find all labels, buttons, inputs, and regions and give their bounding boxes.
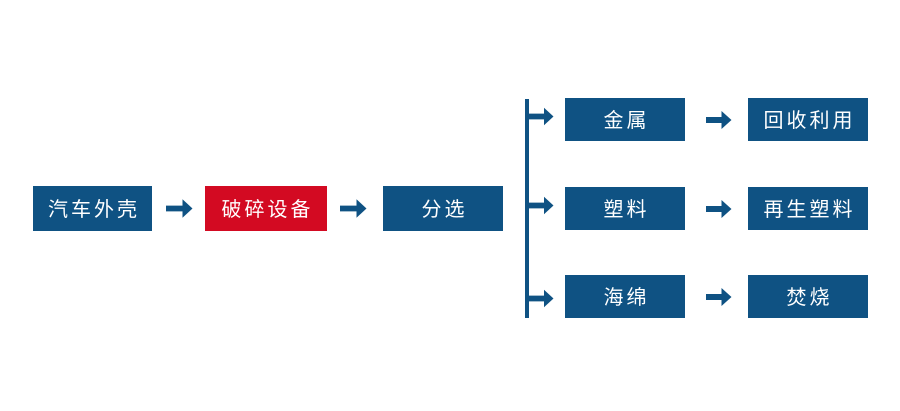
node-regen-plastic[interactable]: 再生塑料 [748, 187, 868, 230]
node-car-shell[interactable]: 汽车外壳 [33, 186, 152, 231]
arrow-right-icon-branch-metal [529, 107, 554, 126]
arrow-right-icon-crusher-to-sorting [340, 198, 367, 219]
node-incinerate[interactable]: 焚烧 [748, 275, 868, 318]
node-crusher-label: 破碎设备 [221, 196, 314, 221]
node-crusher[interactable]: 破碎设备 [205, 186, 327, 231]
node-car-shell-label: 汽车外壳 [48, 196, 140, 221]
node-metal-label: 金属 [603, 107, 650, 132]
arrow-right-icon-metal-to-recycle [706, 110, 732, 130]
node-plastic-label: 塑料 [603, 196, 650, 221]
node-plastic[interactable]: 塑料 [565, 187, 685, 230]
node-sponge[interactable]: 海绵 [565, 275, 685, 318]
node-regen-plastic-label: 再生塑料 [763, 196, 856, 221]
node-metal[interactable]: 金属 [565, 98, 685, 141]
arrow-right-icon-plastic-to-regen [706, 199, 732, 219]
node-sorting[interactable]: 分选 [383, 186, 503, 231]
node-sponge-label: 海绵 [603, 284, 650, 309]
arrow-right-icon-sponge-to-incinerate [706, 287, 732, 307]
node-recycle[interactable]: 回收利用 [748, 98, 868, 141]
node-sorting-label: 分选 [421, 196, 468, 221]
arrow-right-icon-branch-sponge [529, 289, 554, 308]
sorting-branch-bus [525, 99, 529, 318]
node-incinerate-label: 焚烧 [786, 284, 833, 309]
arrow-right-icon-branch-plastic [529, 196, 554, 215]
node-recycle-label: 回收利用 [763, 107, 856, 132]
arrow-right-icon-shell-to-crusher [166, 198, 193, 219]
